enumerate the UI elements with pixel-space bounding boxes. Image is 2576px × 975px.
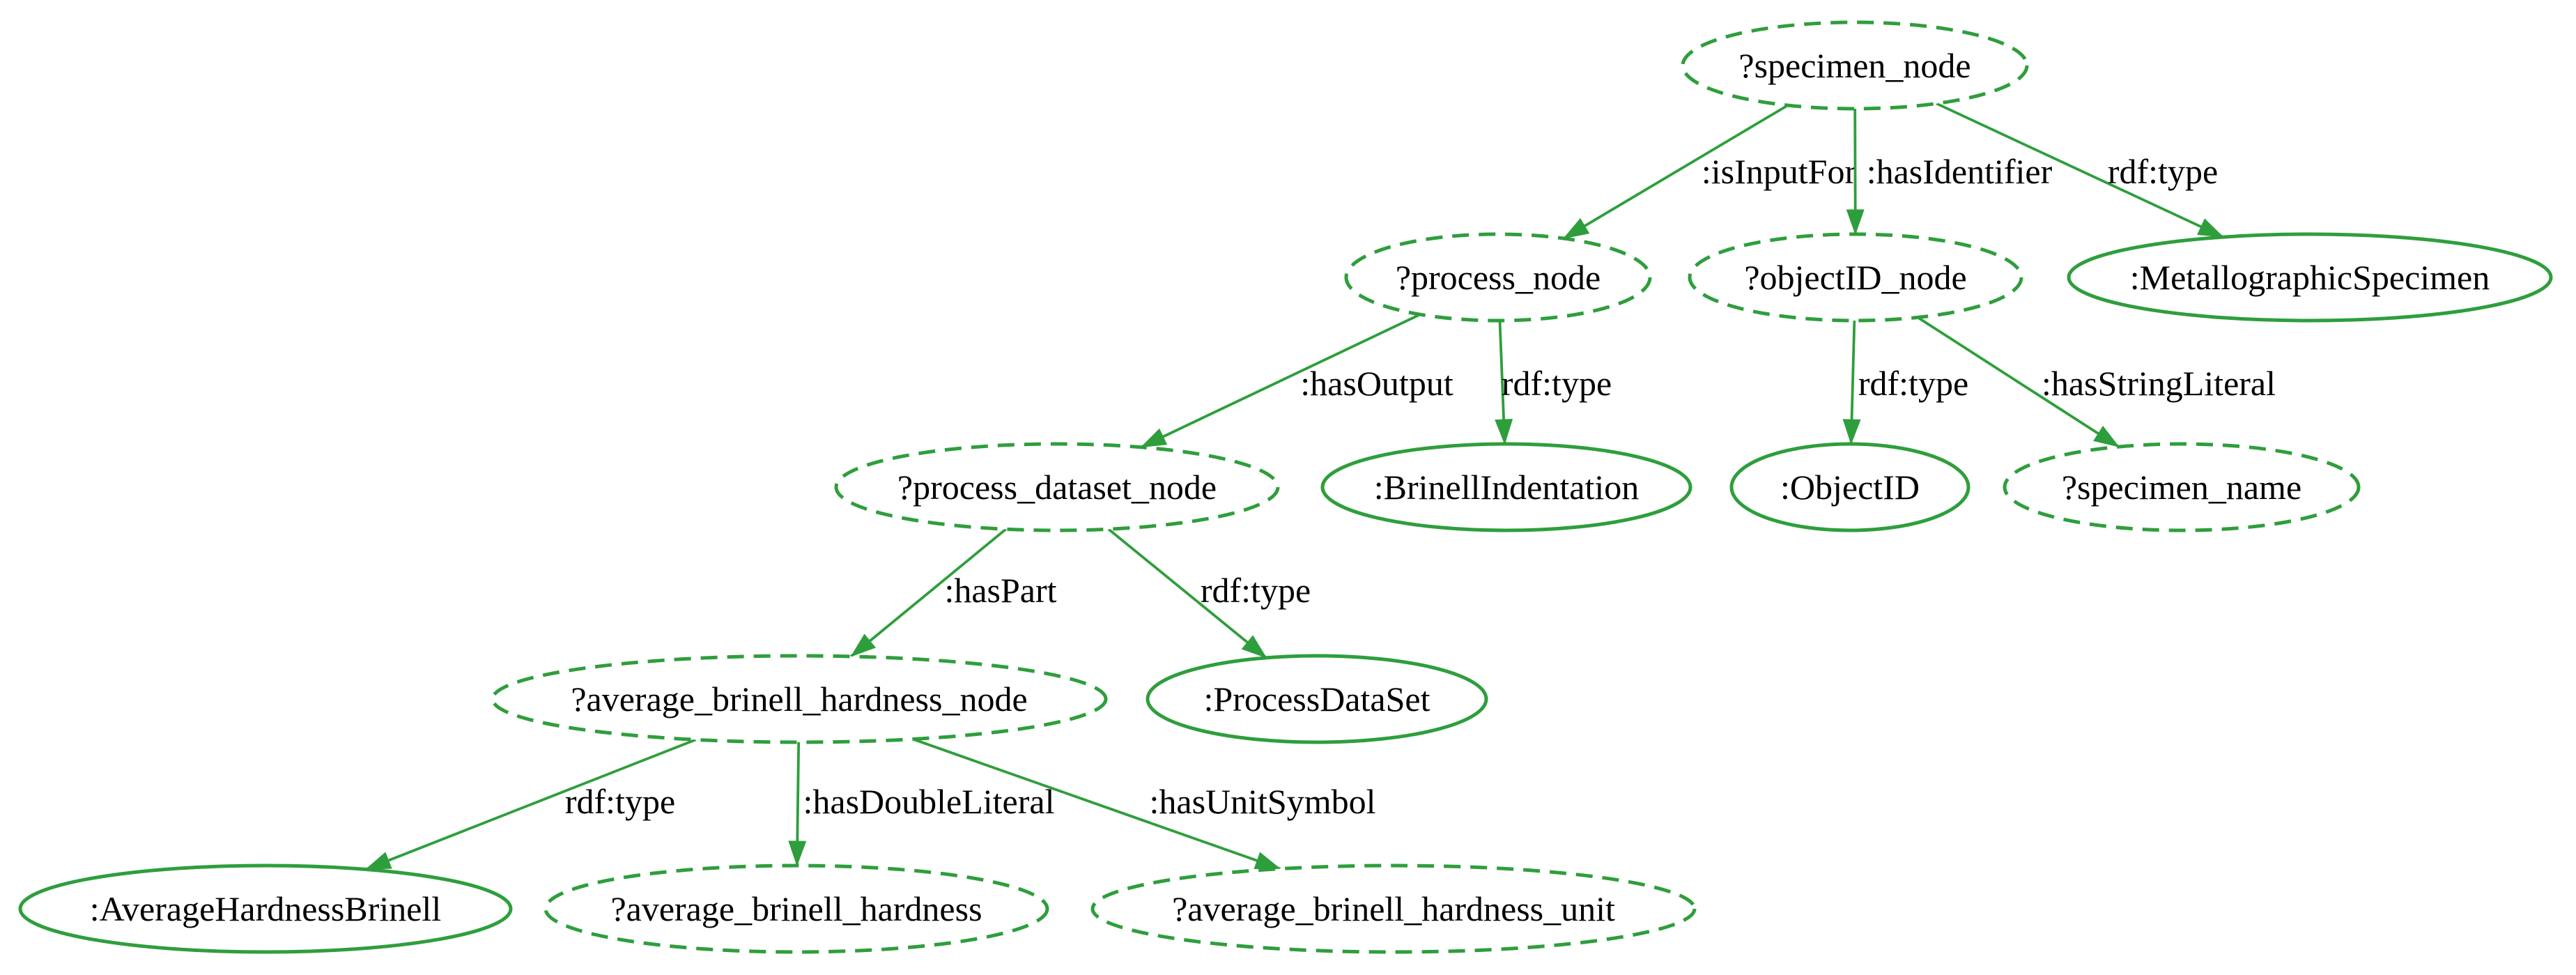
node-label: ?specimen_node [1738,46,1970,85]
variable-node-ellipse [1688,232,2023,323]
edge-line [1563,104,1789,240]
edge-label: :hasIdentifier [1867,152,2053,191]
edge-label: rdf:type [1858,364,1968,403]
edge-line [788,742,807,867]
edge-line [1917,316,2120,448]
node-average_brinell_hardness: ?average_brinell_hardness [543,863,1049,954]
node-average_brinell_hardness_node: ?average_brinell_hardness_node [491,654,1108,744]
edge-line [1936,102,2224,238]
variable-node-ellipse [2003,442,2361,532]
node-process_dataset_node: ?process_dataset_node [834,442,1280,532]
node-label: :MetallographicSpecimen [2130,258,2490,297]
edge-average_brinell_hardness_node-average_brinell_hardness: :hasDoubleLiteral [788,742,1055,867]
node-layer: ?specimen_node ?process_node ?objectID_nod… [18,20,2553,954]
edge-line [1495,320,1513,445]
variable-node-ellipse [491,654,1108,744]
edge-average_brinell_hardness_node-average_brinell_hardness_unit: :hasUnitSymbol [912,737,1376,870]
node-label: ?average_brinell_hardness_unit [1172,889,1615,928]
edge-label: :isInputFor [1702,152,1857,191]
node-label: ?process_node [1396,258,1601,297]
node-specimen_node: ?specimen_node [1681,20,2029,111]
edge-label: :hasOutput [1300,364,1453,403]
edge-line [1842,320,1861,445]
edge-process_dataset_node-ProcessDataSet: rdf:type [1107,528,1311,659]
node-label: ?average_brinell_hardness [610,889,982,928]
node-specimen_name: ?specimen_name [2003,442,2361,532]
node-label: ?average_brinell_hardness_node [571,680,1027,719]
edge-label: :hasStringLiteral [2042,364,2276,403]
class-node-ellipse [1146,654,1488,744]
node-label: :ProcessDataSet [1204,680,1430,719]
node-label: ?specimen_name [2062,468,2301,507]
edge-label: rdf:type [565,782,675,821]
class-node-ellipse [18,863,513,954]
edge-specimen_node-objectID_node: :hasIdentifier [1846,108,2053,236]
edge-label: :hasDoubleLiteral [803,782,1055,821]
node-label: :BrinellIndentation [1374,468,1639,507]
edge-label: :hasUnitSymbol [1149,782,1375,821]
variable-node-ellipse [834,442,1280,532]
edge-label: :hasPart [944,571,1056,610]
node-label: ?objectID_node [1744,258,1966,297]
edge-line [1140,313,1421,449]
variable-node-ellipse [1681,20,2029,111]
node-ProcessDataSet: :ProcessDataSet [1146,654,1488,744]
variable-node-ellipse [1344,232,1652,323]
edge-line [1846,108,1865,236]
node-ObjectID: :ObjectID [1729,442,1970,532]
edge-line [1107,528,1267,659]
edge-line [364,738,697,871]
edge-specimen_node-process_node: :isInputFor [1563,104,1857,240]
node-process_node: ?process_node [1344,232,1652,323]
edge-line [912,737,1281,870]
edge-process_node-BrinellIndentation: rdf:type [1495,320,1612,445]
node-label: :AverageHardnessBrinell [90,889,441,928]
class-node-ellipse [1729,442,1970,532]
node-MetallographicSpecimen: :MetallographicSpecimen [2067,232,2553,323]
edge-label: rdf:type [1502,364,1612,403]
node-objectID_node: ?objectID_node [1688,232,2023,323]
edge-line [850,528,1007,658]
node-label: :ObjectID [1780,468,1920,507]
variable-node-ellipse [543,863,1049,954]
node-BrinellIndentation: :BrinellIndentation [1320,442,1692,532]
class-node-ellipse [1320,442,1692,532]
node-average_brinell_hardness_unit: ?average_brinell_hardness_unit [1090,863,1697,954]
edge-average_brinell_hardness_node-AverageHardnessBrinell: rdf:type [364,738,697,871]
edge-objectID_node-specimen_name: :hasStringLiteral [1917,316,2276,448]
edge-process_dataset_node-average_brinell_hardness_node: :hasPart [850,528,1057,658]
edge-label: rdf:type [2108,152,2218,191]
edge-label: rdf:type [1201,571,1311,610]
edge-objectID_node-ObjectID: rdf:type [1842,320,1968,445]
edge-layer: :isInputFor :hasIdentifier rdf:type :hasOut… [364,102,2276,871]
edge-specimen_node-MetallographicSpecimen: rdf:type [1936,102,2224,238]
variable-node-ellipse [1090,863,1697,954]
node-AverageHardnessBrinell: :AverageHardnessBrinell [18,863,513,954]
edge-process_node-process_dataset_node: :hasOutput [1140,313,1453,449]
node-label: ?process_dataset_node [897,468,1217,507]
class-node-ellipse [2067,232,2553,323]
